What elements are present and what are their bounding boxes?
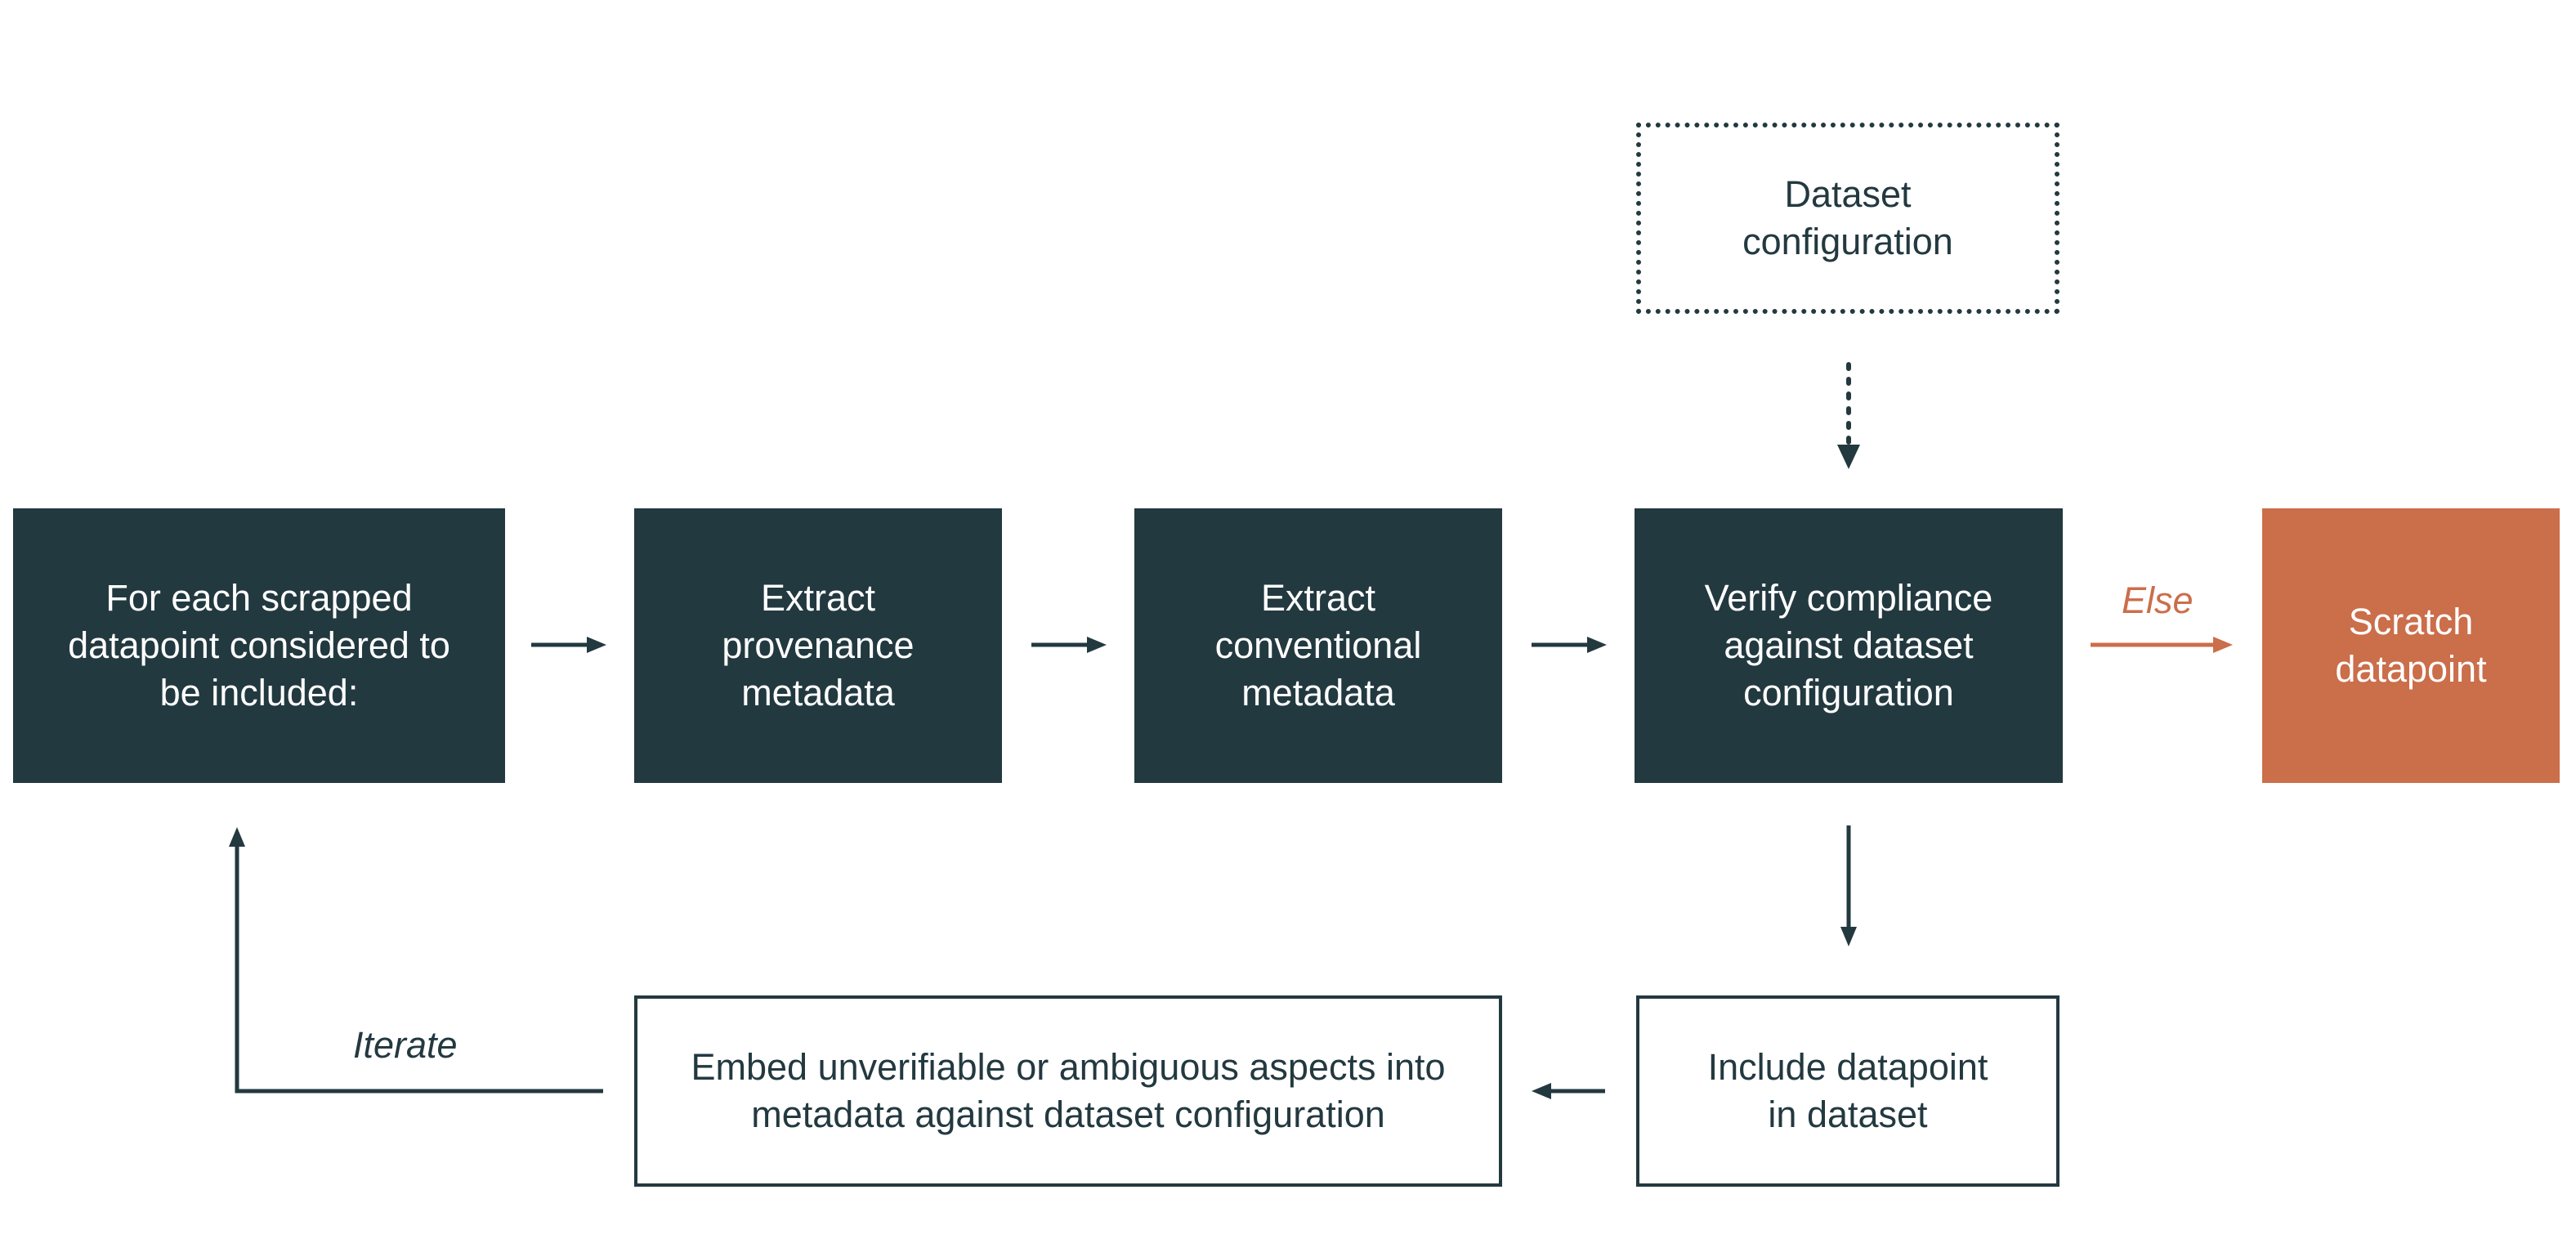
arrow-verify-to-include [1840, 825, 1857, 946]
extract-conventional-text: Extract conventional metadata [1214, 577, 1422, 713]
dataset-configuration-text: Dataset configuration [1742, 173, 1953, 262]
scratch-datapoint-node: Scratch datapoint [2262, 508, 2560, 783]
scrapped-datapoint-node: For each scrapped datapoint considered t… [13, 508, 505, 783]
arrow-verify-to-scratch [2091, 637, 2233, 653]
arrow-conventional-to-verify [1532, 637, 1607, 653]
arrow-config-to-verify [1837, 362, 1860, 469]
scrapped-datapoint-text: For each scrapped datapoint considered t… [68, 577, 450, 713]
extract-provenance-text: Extract provenance metadata [722, 577, 915, 713]
include-datapoint-text: Include datapoint in dataset [1707, 1046, 1988, 1135]
arrow-include-to-embed [1532, 1083, 1605, 1099]
dataset-configuration-node: Dataset configuration [1636, 123, 2059, 314]
verify-compliance-node: Verify compliance against dataset config… [1635, 508, 2063, 783]
iterate-label: Iterate [353, 1024, 458, 1066]
arrow-embed-to-start [229, 827, 603, 1094]
embed-aspects-text: Embed unverifiable or ambiguous aspects … [691, 1046, 1446, 1135]
embed-aspects-node: Embed unverifiable or ambiguous aspects … [634, 995, 1502, 1187]
arrow-start-to-provenance [531, 637, 606, 653]
else-label: Else [2122, 579, 2194, 621]
include-datapoint-node: Include datapoint in dataset [1636, 995, 2059, 1187]
extract-conventional-node: Extract conventional metadata [1134, 508, 1502, 783]
verify-compliance-text: Verify compliance against dataset config… [1704, 577, 1993, 713]
scratch-datapoint-text: Scratch datapoint [2335, 601, 2487, 690]
extract-provenance-node: Extract provenance metadata [634, 508, 1002, 783]
arrow-provenance-to-conventional [1031, 637, 1107, 653]
